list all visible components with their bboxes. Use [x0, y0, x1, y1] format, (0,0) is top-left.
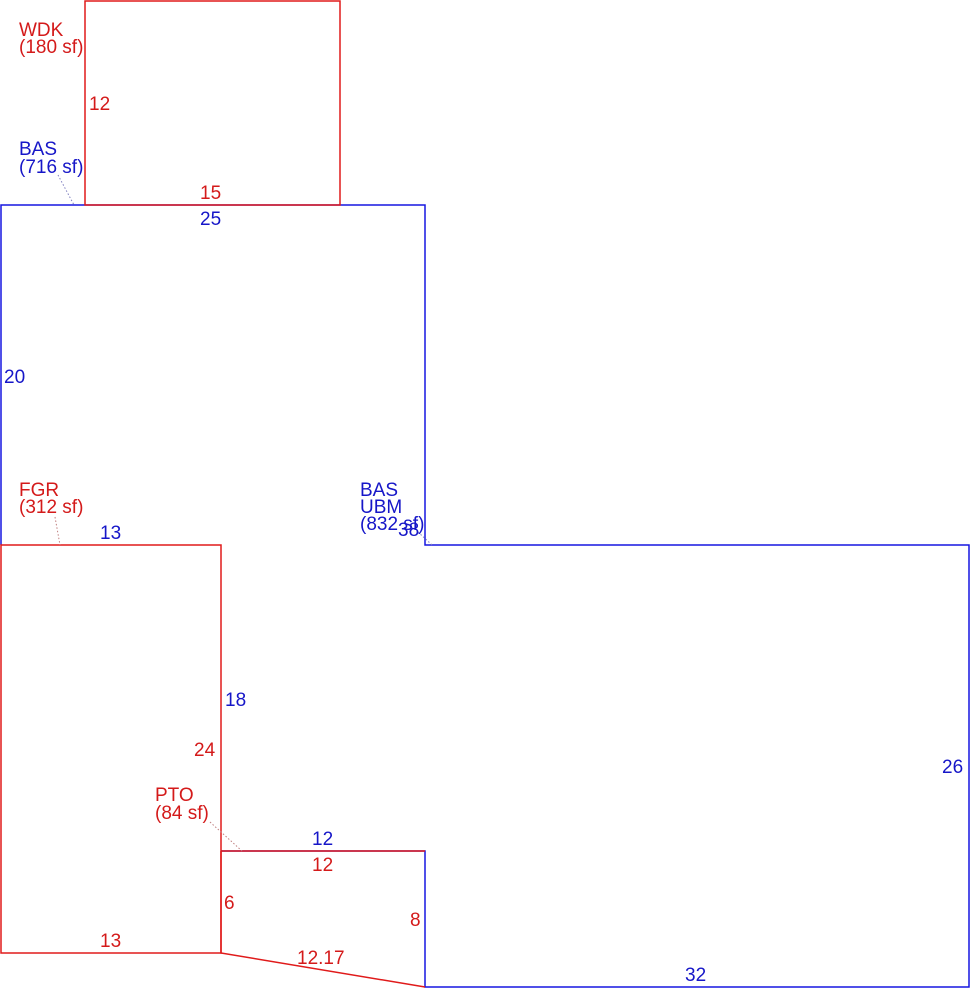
dim-bas-left: 20	[4, 367, 25, 388]
wdk-outline	[84, 0, 341, 206]
wdk-code-label: WDK	[19, 20, 64, 41]
bas-leader	[57, 174, 75, 206]
fgr-area-label: (312 sf)	[19, 497, 83, 518]
ubm-code2-label: UBM	[360, 497, 402, 518]
dim-pto-top-red: 12	[312, 855, 333, 876]
dim-bas-inner: 18	[225, 690, 246, 711]
pto-code-label: PTO	[155, 785, 194, 806]
dim-ubm-right: 26	[942, 757, 963, 778]
ubm-area-label: (832 sf)	[360, 514, 424, 535]
dim-pto-diag: 12.17	[297, 948, 345, 969]
bas-area-label: (716 sf)	[19, 157, 83, 178]
dim-pto-top-blue: 12	[312, 829, 333, 850]
dim-bas-right-upper: 38	[398, 520, 419, 541]
wdk-area-label: (180 sf)	[19, 37, 83, 58]
ubm-code-label: BAS	[360, 480, 398, 501]
dim-pto-left: 6	[224, 893, 235, 914]
pto-outline	[220, 851, 426, 988]
dim-wdk-side: 12	[89, 94, 110, 115]
dim-fgr-bottom: 13	[100, 931, 121, 952]
dim-pto-right: 8	[410, 910, 421, 931]
dim-wdk-bottom: 15	[200, 183, 221, 204]
pto-leader	[209, 821, 243, 852]
dim-bas-top: 25	[200, 209, 221, 230]
fgr-outline	[0, 544, 222, 954]
pto-area-label: (84 sf)	[155, 803, 209, 824]
fgr-leader	[54, 516, 61, 546]
fgr-code-label: FGR	[19, 480, 59, 501]
dim-ubm-bottom: 32	[685, 965, 706, 986]
dim-fgr-right: 24	[194, 740, 216, 761]
dim-fgr-top: 13	[100, 523, 121, 544]
bas-code-label: BAS	[19, 139, 57, 160]
bas-outline	[0, 204, 970, 988]
